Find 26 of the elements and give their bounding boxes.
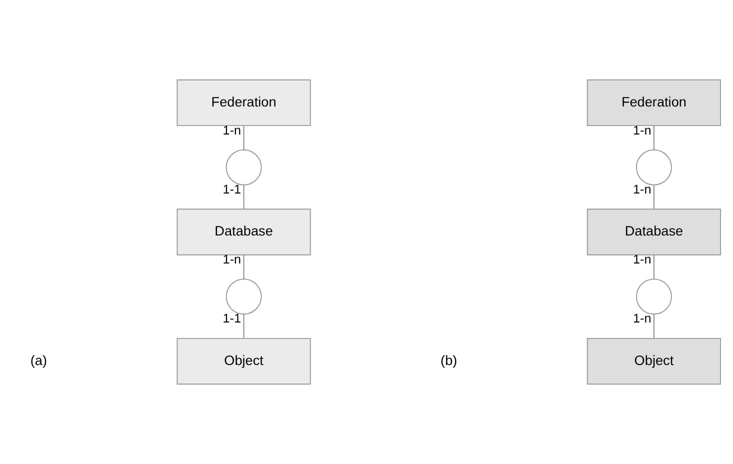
- node-circle: [226, 278, 262, 315]
- node-box: Federation: [586, 79, 722, 126]
- node-circle: [226, 149, 262, 186]
- node-circle: [636, 278, 672, 315]
- connector: [243, 184, 244, 210]
- edge-label: 1-1: [222, 312, 242, 326]
- label: (a): [30, 352, 48, 368]
- connector: [653, 184, 654, 210]
- edge-label: 1-1: [222, 182, 242, 196]
- edge-label: 1-n: [632, 182, 652, 196]
- node-box: Object: [176, 338, 311, 385]
- label: (b): [440, 352, 458, 368]
- connector: [243, 254, 244, 280]
- edge-label: 1-n: [632, 252, 652, 267]
- edge-label: 1-n: [632, 312, 652, 326]
- connector: [653, 314, 654, 338]
- connector: [653, 254, 654, 280]
- connector: [653, 125, 654, 150]
- node-box: Database: [586, 208, 722, 256]
- node-box: Object: [586, 338, 722, 385]
- connector: [243, 314, 244, 338]
- connector: [243, 125, 244, 150]
- node-box: Federation: [176, 79, 311, 126]
- node-box: Database: [176, 208, 311, 256]
- node-circle: [636, 149, 672, 186]
- edge-label: 1-n: [222, 252, 242, 267]
